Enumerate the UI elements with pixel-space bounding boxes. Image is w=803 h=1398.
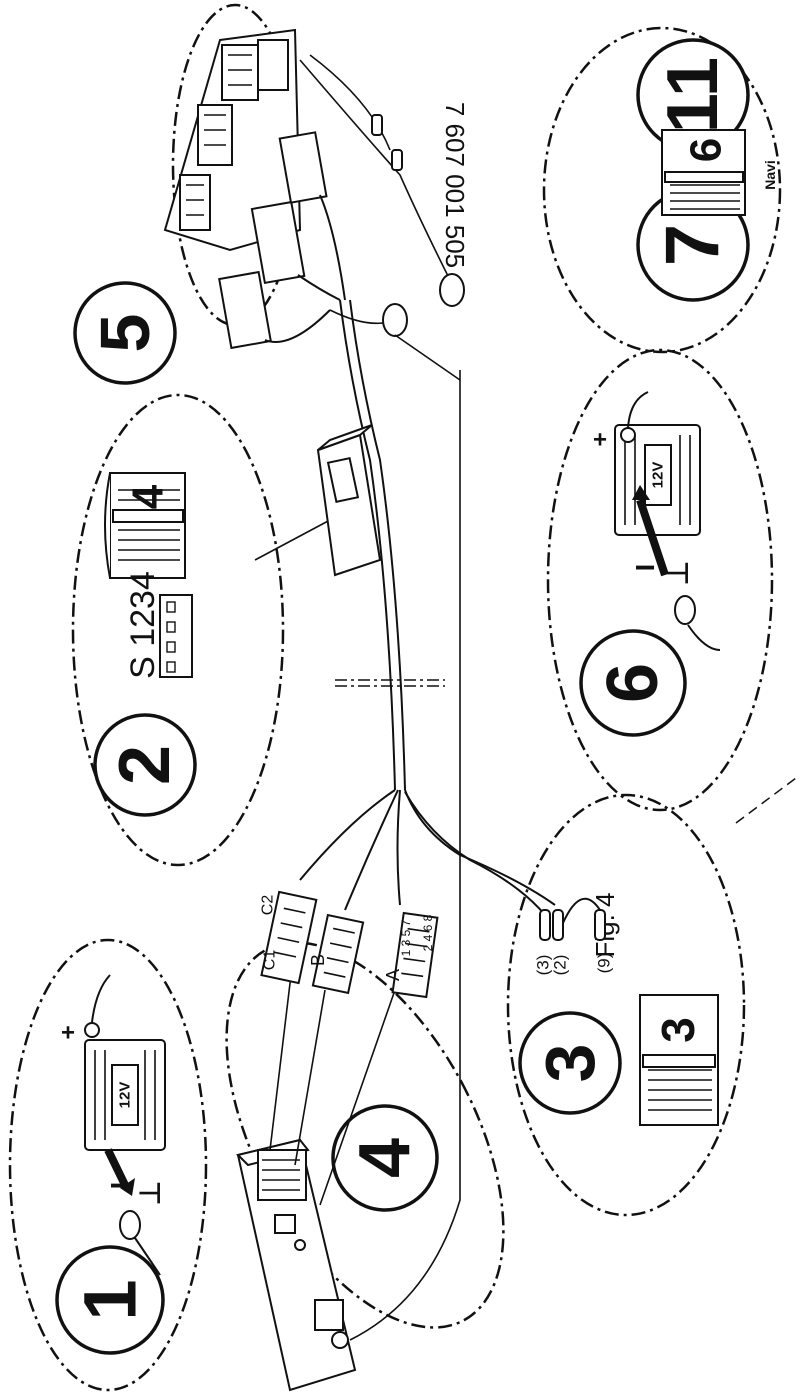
navi-label: Navi (762, 160, 778, 190)
manual-book-icon-6: 6 (661, 129, 746, 216)
pin-label-9: (9) (595, 953, 614, 974)
ground-lug-1 (119, 1210, 161, 1276)
connector-a-pins-even: 2 4 6 8 (421, 914, 435, 951)
harness-plugs (218, 131, 346, 350)
switch-label: S 1234 (124, 571, 162, 679)
pin-label-3: (3) (534, 955, 553, 976)
ground-lug-6 (674, 595, 721, 651)
minus-terminal-6: − (634, 547, 655, 588)
single-pin-leads (539, 909, 606, 941)
step-number-2: 2 (105, 745, 185, 785)
step-number-4: 4 (345, 1138, 425, 1178)
book-number-4: 4 (124, 484, 173, 509)
battery-voltage-6: 12V (650, 462, 667, 489)
connector-c1-c2 (260, 890, 318, 985)
disconnect-arrow-1 (104, 1148, 129, 1187)
radio-unit (236, 1138, 357, 1392)
step-circle-2: 2 (93, 713, 197, 817)
interface-box (316, 424, 382, 577)
fold-line (735, 774, 801, 824)
reconnect-arrow-6 (636, 498, 669, 577)
step-number-11: 11 (653, 57, 733, 133)
step-circle-6: 6 (579, 629, 687, 737)
step-number-1: 1 (69, 1279, 152, 1320)
connector-b (311, 913, 365, 995)
step-circle-1: 1 (55, 1245, 165, 1355)
step-circle-11: 11 (636, 38, 750, 152)
step-circle-3: 3 (518, 1011, 622, 1115)
connector-a (391, 911, 439, 999)
book-number-6: 6 (682, 138, 731, 162)
step-number-6: 6 (593, 663, 673, 703)
antenna-leads (299, 54, 465, 381)
manual-book-icon-3: 3 (639, 994, 719, 1126)
ground-symbol-1: ⊥ (135, 1181, 166, 1205)
step-number-5: 5 (86, 314, 164, 353)
step-number-3: 3 (531, 1044, 609, 1083)
callout-step1 (8, 938, 208, 1392)
connector-label-b: B (308, 954, 328, 966)
connector-label-c2: C2 (260, 895, 277, 916)
connector-label-a: A (383, 969, 403, 981)
connector-a-pins-odd: 1 3 5 7 (399, 919, 413, 956)
plus-terminal-6: + (593, 427, 607, 454)
callout-step2 (71, 393, 285, 867)
pin-label-2: (2) (551, 955, 570, 976)
battery-icon-step1: 12V (84, 974, 166, 1151)
connector-label-c1: C1 (262, 950, 279, 971)
battery-icon-step6: 12V (614, 391, 701, 536)
plus-terminal-1: + (61, 1020, 75, 1047)
callout-step3 (506, 793, 746, 1217)
part-number-label: 7 607 001 505 (440, 102, 470, 268)
minus-terminal-1: − (109, 1165, 130, 1206)
callout-step6 (546, 348, 774, 812)
manual-book-icon-4: 4 (104, 472, 186, 579)
step-circle-4: 4 (331, 1104, 439, 1212)
step-circle-5: 5 (73, 281, 177, 385)
callout-step7-11 (542, 26, 782, 354)
dip-switch (159, 594, 193, 678)
step-number-7: 7 (651, 224, 736, 266)
battery-voltage-1: 12V (117, 1082, 134, 1109)
connector-panel (163, 28, 302, 252)
book-number-3: 3 (652, 1017, 704, 1043)
